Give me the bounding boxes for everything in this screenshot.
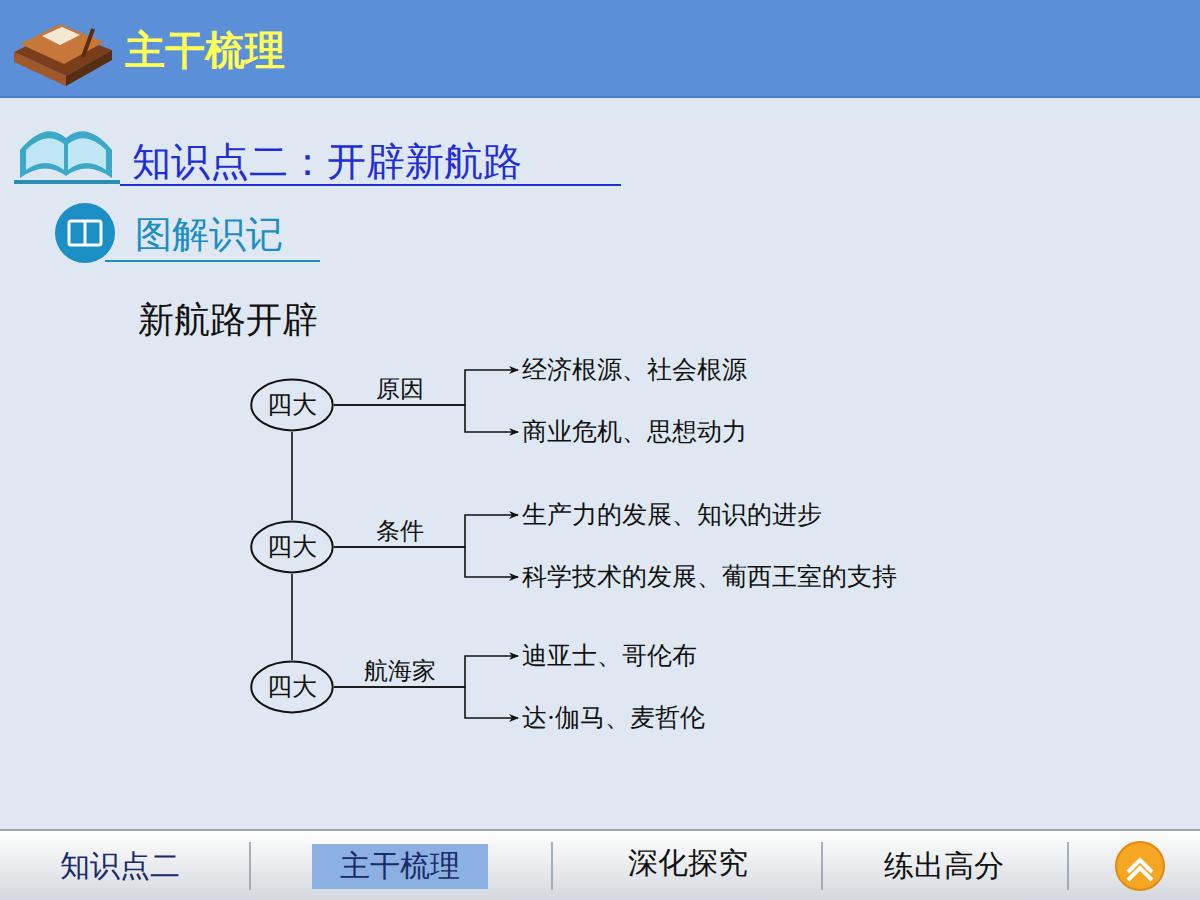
connector	[291, 574, 293, 660]
ellipse-node: 四大	[250, 520, 334, 574]
connector	[334, 656, 518, 687]
text-node: 经济根源、社会根源	[520, 355, 749, 385]
connector	[334, 547, 518, 577]
ellipse-node: 四大	[250, 660, 334, 714]
up-button	[1116, 842, 1164, 890]
text-node: 迪亚士、哥伦布	[520, 641, 699, 671]
nav-label: 练出高分	[884, 848, 1004, 884]
book-icon	[14, 24, 112, 86]
ellipse-node: 四大	[250, 378, 334, 432]
edge-label: 原因	[374, 376, 426, 402]
text-node: 商业危机、思想动力	[520, 417, 749, 447]
connector	[291, 432, 293, 520]
text-node: 达·伽马、麦哲伦	[520, 703, 707, 733]
connector	[334, 405, 518, 432]
nav-label: 深化探究	[628, 845, 748, 881]
heading-label: 知识点二：开辟新航路	[132, 139, 522, 186]
branch-text: 迪亚士、哥伦布	[522, 641, 697, 671]
open-book-icon	[14, 131, 120, 184]
text-node: 生产力的发展、知识的进步	[520, 500, 824, 530]
circle-book-icon	[55, 203, 115, 263]
heading-label: 主干梳理	[125, 26, 285, 74]
diagram-title: 新航路开辟	[138, 298, 318, 341]
ellipse-text: 四大	[267, 672, 317, 702]
connector	[334, 515, 518, 547]
ellipse-text: 四大	[267, 390, 317, 420]
nav-label: 主干梳理	[340, 848, 460, 884]
header-bar	[0, 0, 1200, 97]
branch-text: 经济根源、社会根源	[522, 355, 747, 385]
branch-text: 商业危机、思想动力	[522, 417, 747, 447]
nav-label: 知识点二	[60, 848, 180, 884]
branch-text: 生产力的发展、知识的进步	[522, 500, 822, 530]
connector	[334, 370, 518, 405]
text-node: 科学技术的发展、葡西王室的支持	[520, 562, 899, 592]
edge-label: 航海家	[362, 658, 438, 684]
heading-label: 图解识记	[135, 213, 283, 257]
edge-label: 条件	[374, 518, 426, 544]
ellipse-text: 四大	[267, 532, 317, 562]
branch-text: 达·伽马、麦哲伦	[522, 703, 705, 733]
nav-bar	[0, 830, 1200, 900]
connector	[334, 687, 518, 718]
nav-highlight	[312, 844, 488, 889]
branch-text: 科学技术的发展、葡西王室的支持	[522, 562, 897, 592]
